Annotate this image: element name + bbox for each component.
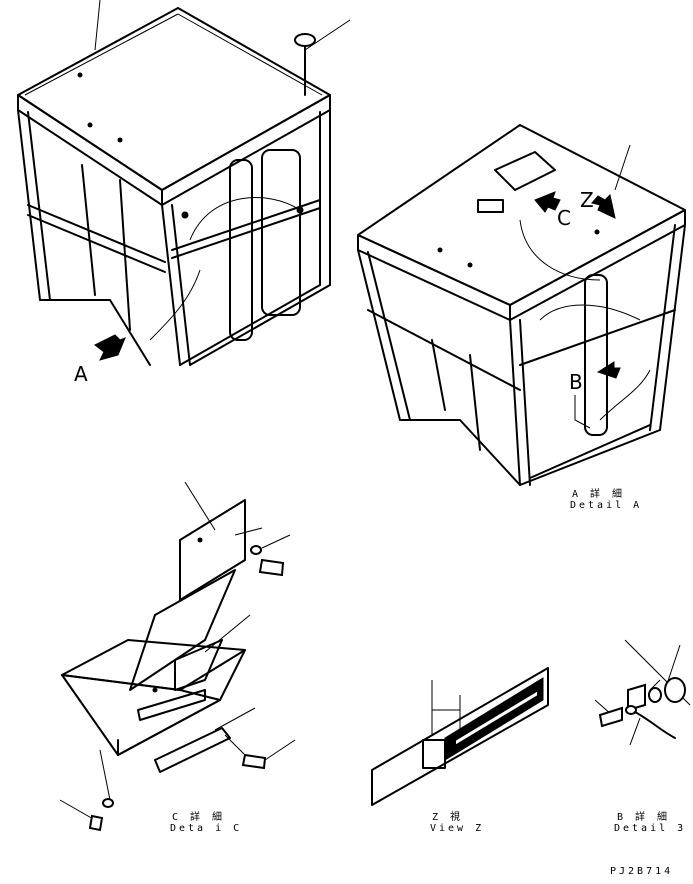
callout-z: Z (580, 188, 594, 212)
caption-detail-c-jp: C 詳 細 (172, 812, 226, 823)
caption-detail-b-en: Detail 3 (614, 823, 687, 834)
view-z-decal (371, 667, 549, 806)
drawing-number: PJ2B714 (610, 866, 674, 877)
cab-left (17, 0, 351, 366)
caption-detail-c-en: Deta i C (170, 823, 243, 834)
detail-c-parts (59, 481, 296, 832)
callout-c: C (557, 206, 571, 230)
callout-b: B (569, 370, 583, 394)
caption-view-z-en: View Z (430, 823, 485, 834)
caption-detail-b-jp: B 詳 細 (617, 812, 671, 823)
caption-detail-a-jp: A 詳 細 (572, 489, 626, 500)
cab-right (357, 124, 686, 486)
caption-detail-a-en: Detail A (570, 500, 643, 511)
detail-b-parts (594, 639, 691, 746)
callout-a: A (74, 362, 88, 386)
caption-view-z-jp: Z 視 (432, 812, 464, 823)
